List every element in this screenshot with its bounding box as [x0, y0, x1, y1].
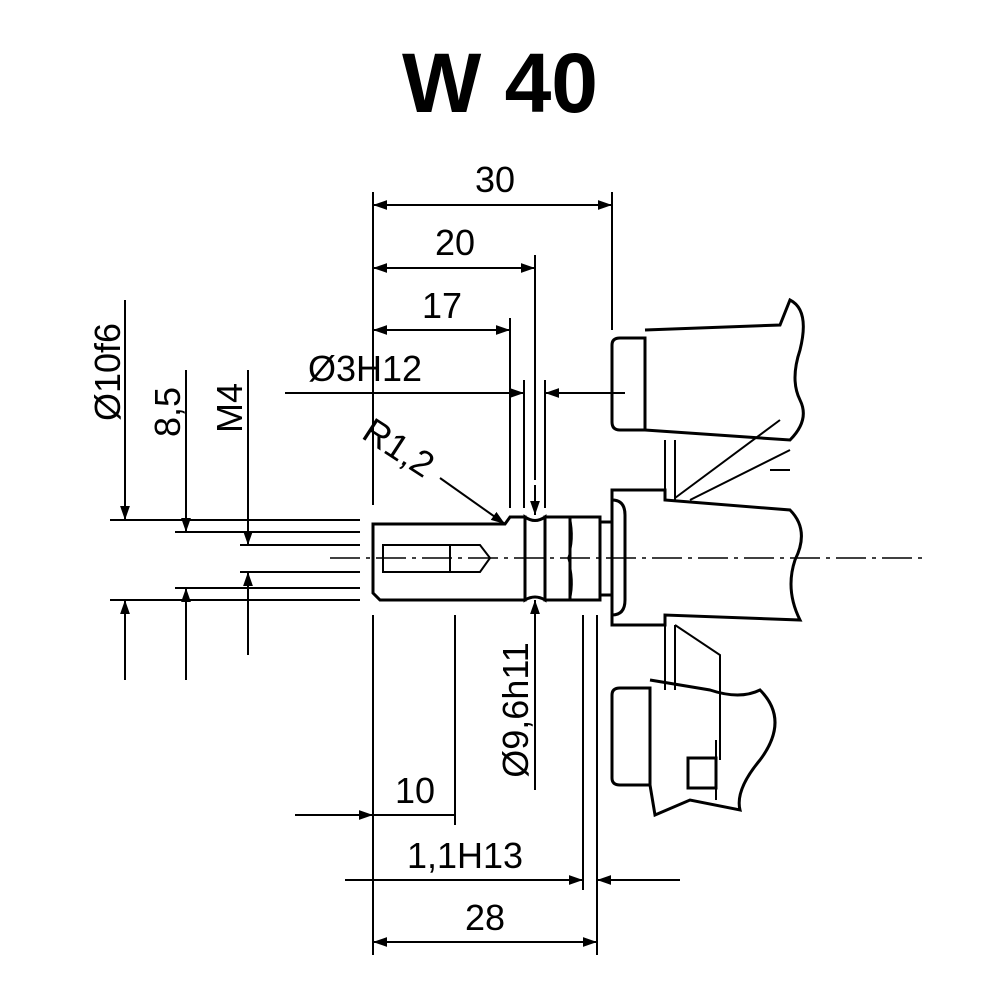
dim-17: 17: [422, 285, 462, 326]
drawing-title: W 40: [402, 36, 598, 130]
dim-8-5: 8,5: [147, 387, 188, 437]
dim-thread: M4: [209, 383, 250, 433]
dim-groove-dia: Ø9,6h11: [495, 642, 536, 777]
dim-10: 10: [395, 770, 435, 811]
dimension-lines: [120, 200, 680, 947]
dim-groove-width: 1,1H13: [407, 835, 523, 876]
dim-28: 28: [465, 897, 505, 938]
extension-lines: [110, 192, 613, 955]
dim-bore: Ø3H12: [308, 348, 422, 389]
dim-30: 30: [475, 159, 515, 200]
dim-20: 20: [435, 222, 475, 263]
motor-housing: [610, 297, 805, 818]
dim-radius: R1,2: [356, 410, 442, 486]
dim-shaft-dia: Ø10f6: [87, 323, 128, 421]
